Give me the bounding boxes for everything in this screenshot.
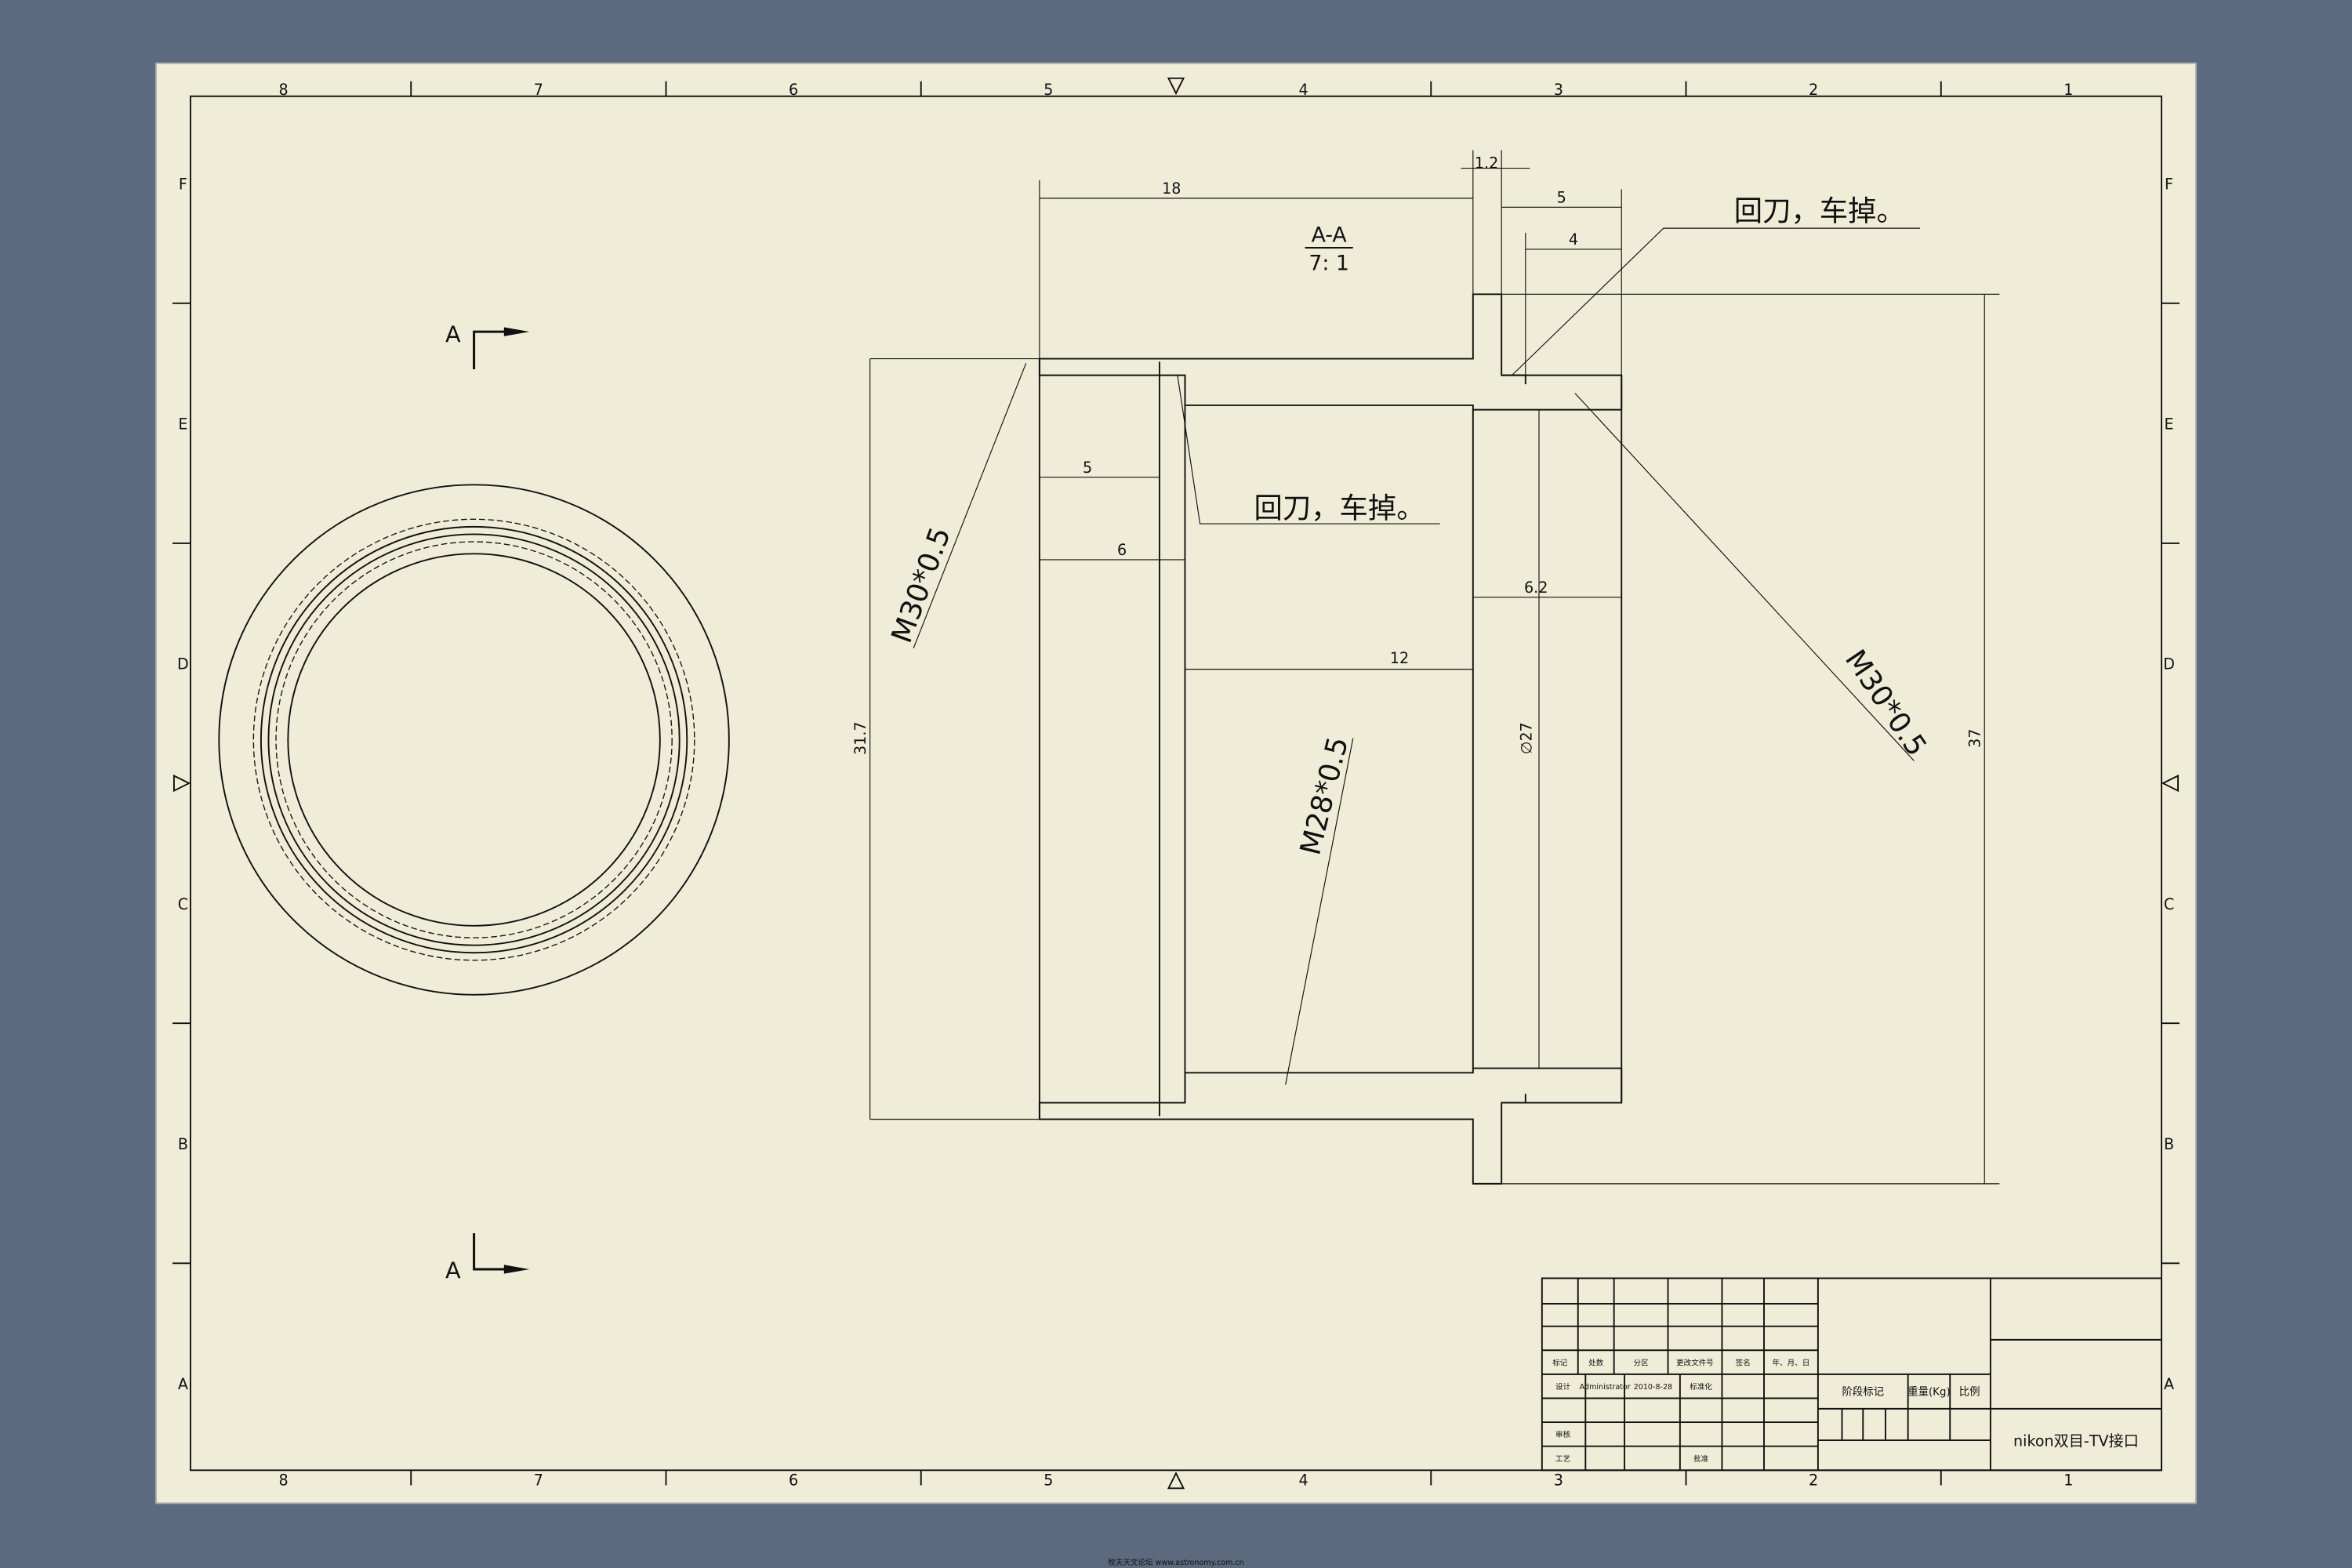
column-labels-bottom: 8 7 6 5 4 3 2 1 xyxy=(279,1471,2074,1489)
view-scale: 7: 1 xyxy=(1308,252,1349,276)
row-labels-left: F E D C B A xyxy=(177,175,189,1393)
section-letter: A xyxy=(445,321,461,348)
col-label: 7 xyxy=(534,1471,543,1489)
view-title: A-A 7: 1 xyxy=(1305,223,1353,276)
row-label: A xyxy=(178,1375,188,1393)
dim-37: 37 xyxy=(1966,728,1984,747)
section-marker-bottom: A xyxy=(445,1233,530,1283)
zone-ticks xyxy=(172,77,2180,1490)
row-label: F xyxy=(2165,175,2173,193)
col-label: 2 xyxy=(1809,1471,1818,1489)
row-label: D xyxy=(177,655,189,673)
tb-header: 签名 xyxy=(1736,1358,1751,1367)
col-label: 6 xyxy=(789,1471,798,1489)
col-label: 3 xyxy=(1554,81,1563,99)
section-marker-top: A xyxy=(445,321,530,369)
dim-5-top: 5 xyxy=(1557,189,1566,207)
tb-header: 标记 xyxy=(1552,1358,1568,1367)
tb-header: 年、月、日 xyxy=(1773,1358,1810,1367)
tb-header: 更改文件号 xyxy=(1676,1358,1714,1367)
tb-weight: 重量(Kg) xyxy=(1907,1386,1950,1399)
dim-4: 4 xyxy=(1569,230,1578,249)
col-label: 2 xyxy=(1809,81,1818,99)
row-label: B xyxy=(178,1135,188,1153)
dim-6-2: 6.2 xyxy=(1524,579,1548,597)
watermark: 牧夫天文论坛 www.astronomy.com.cn xyxy=(1108,1558,1243,1567)
tb-stage: 阶段标记 xyxy=(1842,1386,1885,1399)
tb-design-label: 设计 xyxy=(1555,1382,1571,1392)
tb-approve: 批准 xyxy=(1693,1454,1709,1464)
row-label: C xyxy=(178,895,188,913)
tb-review: 审核 xyxy=(1555,1430,1571,1439)
view-name: A-A xyxy=(1312,223,1348,247)
row-label: F xyxy=(179,175,187,193)
tb-date: 2010-8-28 xyxy=(1634,1383,1672,1392)
row-label: E xyxy=(178,416,187,434)
row-label: D xyxy=(2163,655,2175,673)
dim-5-left: 5 xyxy=(1083,459,1092,477)
col-label: 1 xyxy=(2063,1471,2073,1489)
tb-header: 处数 xyxy=(1588,1358,1604,1367)
row-label: A xyxy=(2164,1375,2174,1393)
row-label: B xyxy=(2164,1135,2174,1153)
dim-18: 18 xyxy=(1162,180,1181,198)
tb-standardize: 标准化 xyxy=(1690,1382,1712,1392)
row-label: E xyxy=(2165,416,2174,434)
section-letter: A xyxy=(445,1257,461,1283)
dim-31-7: 31.7 xyxy=(851,721,869,755)
col-label: 5 xyxy=(1044,81,1053,99)
dim-1-2: 1.2 xyxy=(1475,154,1498,172)
tb-drawing-name: nikon双目-TV接口 xyxy=(2013,1432,2139,1450)
tb-process: 工艺 xyxy=(1555,1455,1570,1464)
col-label: 8 xyxy=(279,81,289,99)
end-view xyxy=(218,484,730,996)
row-label: C xyxy=(2164,895,2174,913)
row-labels-right: F E D C B A xyxy=(2163,175,2175,1393)
paper-sheet xyxy=(155,62,2197,1504)
col-label: 4 xyxy=(1299,1471,1308,1489)
col-label: 8 xyxy=(279,1471,289,1489)
title-block: 标记 处数 分区 更改文件号 签名 年、月、日 设计 Administrator… xyxy=(1541,1277,2162,1472)
col-label: 5 xyxy=(1044,1471,1053,1489)
tb-ratio: 比例 xyxy=(1959,1386,1980,1399)
tb-header: 分区 xyxy=(1634,1359,1650,1367)
col-label: 7 xyxy=(534,81,543,99)
dim-12: 12 xyxy=(1390,649,1409,667)
col-label: 1 xyxy=(2063,81,2073,99)
note-top: 回刀，车掉。 xyxy=(1734,194,1905,228)
col-label: 4 xyxy=(1299,81,1308,99)
column-labels-top: 8 7 6 5 4 3 2 1 xyxy=(279,81,2074,99)
dim-dia-27: ∅27 xyxy=(1517,722,1535,754)
dim-6: 6 xyxy=(1117,541,1127,559)
dimensions: 18 1.2 5 4 5 6 12 6.2 ∅27 31.7 37 xyxy=(851,150,2000,1185)
col-label: 3 xyxy=(1554,1471,1563,1489)
note-middle: 回刀，车掉。 xyxy=(1254,491,1425,524)
col-label: 6 xyxy=(789,81,798,99)
tb-designer: Administrator xyxy=(1580,1383,1631,1392)
